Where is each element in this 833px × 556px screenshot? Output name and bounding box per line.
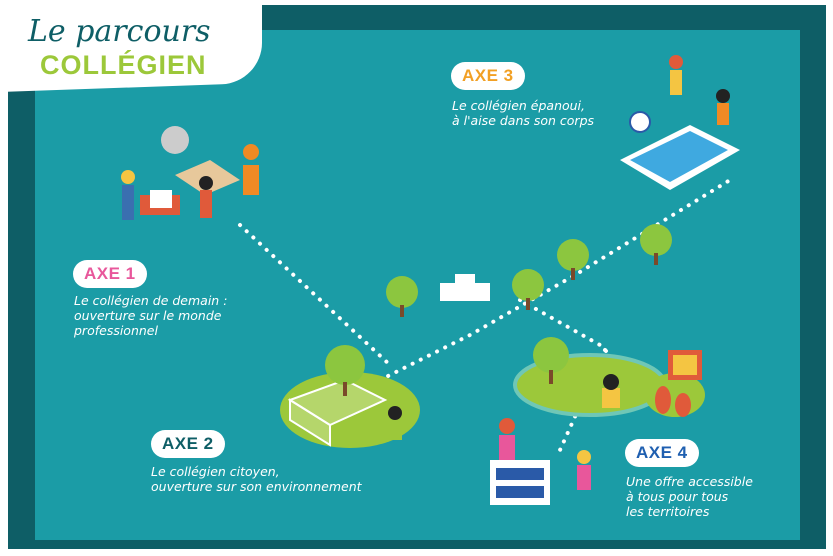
axe1-badge: AXE 1 [73, 260, 147, 288]
axe4-description: Une offre accessible à tous pour tous le… [626, 474, 753, 519]
axe2-badge: AXE 2 [151, 430, 225, 458]
title-line2: COLLÉGIEN [40, 50, 207, 80]
axe4-people [388, 350, 702, 490]
title-line1: Le parcours [28, 14, 211, 49]
path-axe1 [238, 223, 392, 367]
axe2-description: Le collégien citoyen, ouverture sur son … [151, 464, 362, 494]
pool [620, 125, 740, 190]
path-axe4 [518, 298, 652, 397]
trees [325, 224, 672, 396]
axe3-badge: AXE 3 [451, 62, 525, 90]
workers-scene [121, 126, 259, 220]
podium [440, 274, 490, 301]
axe4-badge: AXE 4 [625, 439, 699, 467]
axe1-description: Le collégien de demain : ouverture sur l… [74, 293, 228, 338]
greenhouse [287, 378, 388, 447]
book-cart [490, 460, 550, 505]
axe3-description: Le collégien épanoui, à l'aise dans son … [452, 98, 595, 128]
pool-people [629, 55, 730, 133]
